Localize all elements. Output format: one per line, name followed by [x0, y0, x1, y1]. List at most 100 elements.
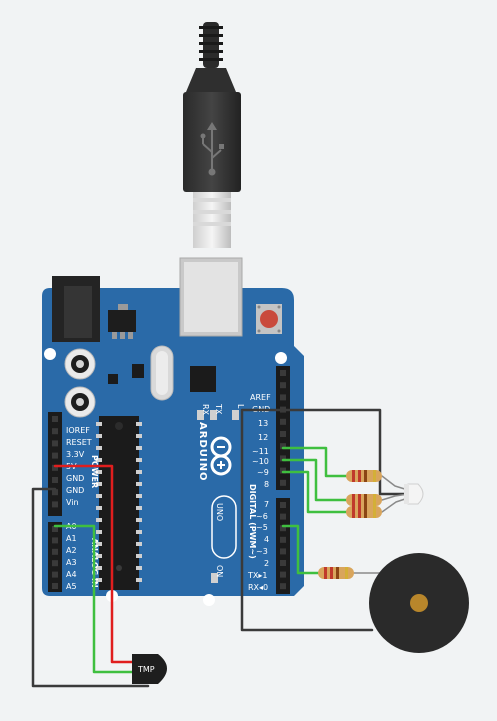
- ic-pin: [136, 494, 142, 498]
- header-pin[interactable]: [52, 583, 58, 589]
- header-pin[interactable]: [280, 583, 286, 590]
- wires[interactable]: [31, 408, 410, 688]
- usb-cable[interactable]: [183, 22, 241, 248]
- header-pin[interactable]: [52, 537, 58, 544]
- mount-hole: [203, 594, 215, 606]
- header-pin[interactable]: [52, 489, 58, 496]
- wire-gnd-top[interactable]: [281, 408, 410, 496]
- ic-pin: [96, 446, 102, 450]
- pin-label-gnd1: GND: [66, 474, 84, 483]
- pin-label-a2: A2: [66, 546, 77, 555]
- power-title: POWER: [90, 455, 99, 488]
- wire-pin10-green[interactable]: [281, 458, 348, 502]
- atmega-chip: [99, 416, 139, 590]
- rgb-led[interactable]: [404, 483, 424, 505]
- wire-pin9-green[interactable]: [281, 470, 348, 514]
- wire-gnd-left[interactable]: [31, 487, 150, 688]
- ic-pin: [136, 482, 142, 486]
- arduino-board[interactable]: RX TX L ON ARDUINO UNO DIGITAL (PWM~) PO…: [42, 257, 304, 606]
- resistor[interactable]: [346, 470, 382, 482]
- header-pin[interactable]: [280, 455, 286, 462]
- digital-title: DIGITAL (PWM~): [248, 484, 257, 559]
- pin-label-6: ~6: [256, 512, 268, 521]
- header-pin[interactable]: [52, 440, 58, 447]
- header-pin[interactable]: [280, 513, 286, 520]
- header-pin[interactable]: [52, 560, 58, 567]
- ic-pin: [96, 530, 102, 534]
- wire-a0-green[interactable]: [53, 524, 134, 674]
- header-pin[interactable]: [52, 416, 58, 422]
- crystal-oscillator: [150, 345, 174, 401]
- header-pin[interactable]: [280, 525, 286, 532]
- resistor[interactable]: [346, 506, 382, 518]
- pin-label-5: ~5: [256, 523, 268, 532]
- header-pin[interactable]: [52, 548, 58, 555]
- wire-res-led[interactable]: [381, 475, 409, 491]
- rx-led-label: RX: [201, 404, 210, 416]
- ic-pin: [136, 578, 142, 582]
- power-header: [48, 412, 62, 516]
- temperature-sensor[interactable]: TMP: [132, 654, 167, 684]
- header-pin[interactable]: [52, 477, 58, 483]
- usb-icon: [200, 122, 224, 176]
- header-pin[interactable]: [52, 452, 58, 459]
- header-pin[interactable]: [280, 431, 286, 437]
- header-pin[interactable]: [280, 536, 286, 543]
- header-pin[interactable]: [280, 479, 286, 486]
- header-pin[interactable]: [280, 394, 286, 401]
- sensor-label: TMP: [137, 665, 155, 674]
- pin-label-a4: A4: [66, 570, 77, 579]
- header-pin[interactable]: [52, 428, 58, 435]
- reset-button[interactable]: [256, 304, 282, 334]
- header-pin[interactable]: [280, 370, 286, 376]
- header-pin[interactable]: [280, 502, 286, 508]
- ic-pin: [136, 470, 142, 474]
- resistor[interactable]: [346, 494, 382, 506]
- chip-pins: [96, 422, 142, 582]
- wire-res-led[interactable]: [381, 493, 409, 501]
- wire-5v-red[interactable]: [53, 464, 134, 664]
- pin-label-rx0: RX◂0: [248, 583, 268, 592]
- l-led-label: L: [236, 404, 245, 409]
- header-pin[interactable]: [280, 382, 286, 389]
- ic-pin: [96, 566, 102, 570]
- pin-label-9: ~9: [257, 468, 269, 477]
- header-pin[interactable]: [280, 443, 286, 450]
- ic-pin: [96, 434, 102, 438]
- arduino-infinity-icon: [210, 436, 232, 476]
- pin-label-a5: A5: [66, 582, 77, 591]
- header-pin[interactable]: [52, 571, 58, 578]
- pin-label-4: 4: [264, 535, 269, 544]
- ic-pin: [136, 422, 142, 426]
- header-pin[interactable]: [280, 467, 286, 474]
- header-pin[interactable]: [280, 560, 286, 566]
- pin-label-8: 8: [264, 480, 269, 489]
- header-pin[interactable]: [52, 501, 58, 508]
- ic-pin: [136, 518, 142, 522]
- wire-pin5-green[interactable]: [281, 524, 320, 575]
- header-pin[interactable]: [280, 571, 286, 578]
- header-pin[interactable]: [52, 464, 58, 471]
- pin-label-11: ~11: [252, 447, 269, 456]
- ic-pin: [96, 554, 102, 558]
- pin-label-reset: RESET: [66, 438, 92, 447]
- on-led-label: ON: [215, 565, 224, 577]
- ic-pin: [136, 434, 142, 438]
- ic-pin: [136, 446, 142, 450]
- header-pin[interactable]: [52, 526, 58, 532]
- ic-pin: [96, 494, 102, 498]
- pin-label-aref: AREF: [250, 393, 271, 402]
- wire-gnd-buzzer[interactable]: [240, 408, 374, 632]
- piezo-buzzer[interactable]: [369, 553, 469, 653]
- wire-pin11-green[interactable]: [281, 446, 348, 478]
- header-pin[interactable]: [280, 418, 286, 425]
- header-pin[interactable]: [280, 548, 286, 555]
- capacitor: [64, 386, 96, 418]
- resistor[interactable]: [318, 567, 354, 579]
- ic-pin: [96, 578, 102, 582]
- pin-label-12: 12: [258, 433, 268, 442]
- ic-pin: [136, 542, 142, 546]
- pin-label-tx1: TX▸1: [247, 571, 267, 580]
- usb-controller-chip: [190, 366, 216, 392]
